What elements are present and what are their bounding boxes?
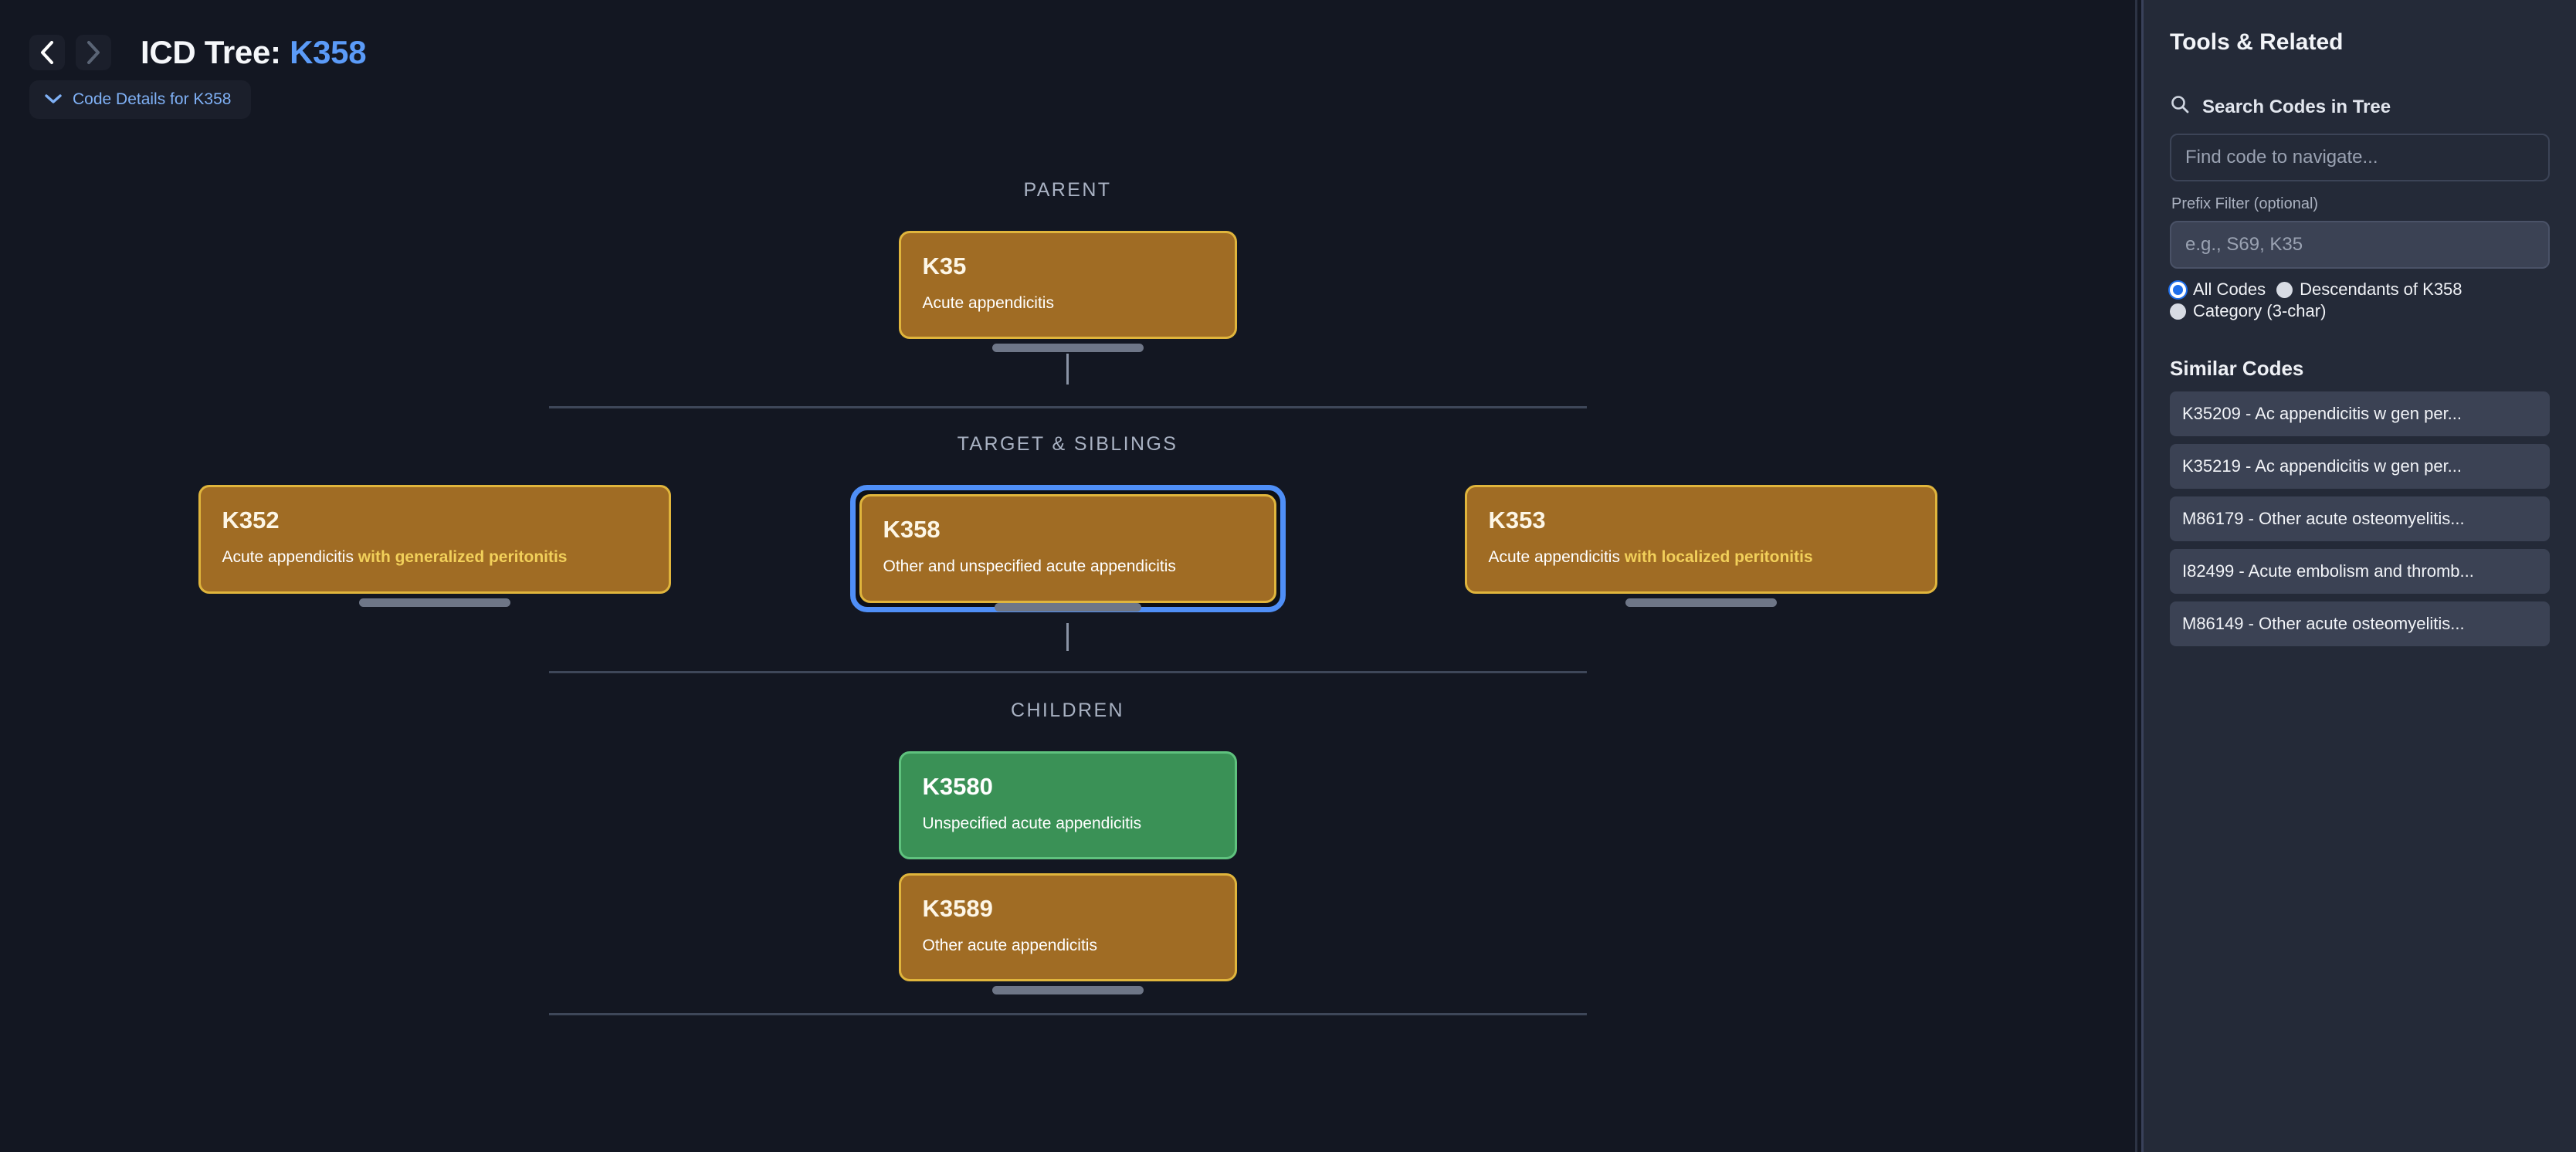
section-divider-2 bbox=[548, 670, 1587, 673]
tree-node-sibling[interactable]: K352 Acute appendicitis with generalized… bbox=[198, 485, 671, 594]
code-details-toggle-label: Code Details for K358 bbox=[73, 90, 232, 108]
tree-node-parent[interactable]: K35 Acute appendicitis bbox=[898, 231, 1237, 340]
section-divider-3 bbox=[548, 1013, 1587, 1016]
section-divider-1 bbox=[548, 406, 1587, 409]
node-code: K352 bbox=[222, 507, 280, 534]
search-icon bbox=[2170, 94, 2190, 120]
sibling-node-wrap-right: K353 Acute appendicitis with localized p… bbox=[1464, 485, 1937, 607]
nav-row: ICD Tree: K358 bbox=[0, 0, 2135, 71]
node-desc: Unspecified acute appendicitis bbox=[922, 814, 1142, 832]
node-desc: Acute appendicitis with localized perito… bbox=[1489, 547, 1913, 568]
node-code: K35 bbox=[922, 252, 967, 280]
page-title: ICD Tree: K358 bbox=[141, 34, 367, 71]
prefix-filter-label: Prefix Filter (optional) bbox=[2171, 195, 2319, 212]
tree-node-target[interactable]: K358 Other and unspecified acute appendi… bbox=[859, 494, 1276, 612]
similar-code-item[interactable]: M86149 - Other acute osteomyelitis... bbox=[2170, 601, 2550, 646]
node-scroll-thumb[interactable] bbox=[991, 986, 1144, 995]
sibling-node-wrap-left: K352 Acute appendicitis with generalized… bbox=[198, 485, 671, 607]
prefix-filter-input[interactable] bbox=[2170, 221, 2550, 269]
node-scroll-thumb[interactable] bbox=[994, 602, 1141, 612]
radio-dot[interactable] bbox=[2170, 303, 2186, 320]
similar-codes-list: K35209 - Ac appendicitis w gen per... K3… bbox=[2170, 391, 2550, 646]
node-desc: Other acute appendicitis bbox=[922, 937, 1097, 955]
node-desc-highlight: with generalized peritonitis bbox=[358, 548, 568, 567]
node-desc-plain: Acute appendicitis bbox=[1488, 548, 1625, 567]
connector-parent-to-target bbox=[1066, 354, 1069, 385]
node-desc: Other and unspecified acute appendicitis bbox=[883, 557, 1176, 576]
section-label-children: CHILDREN bbox=[1011, 699, 1124, 721]
search-heading: Search Codes in Tree bbox=[2170, 94, 2550, 120]
child-node-wrap-2: K3589 Other acute appendicitis bbox=[898, 873, 1237, 995]
section-label-parent: PARENT bbox=[1023, 179, 1112, 201]
node-scroll-thumb[interactable] bbox=[991, 344, 1144, 353]
page-title-prefix: ICD Tree: bbox=[141, 34, 290, 70]
radio-dot-selected[interactable] bbox=[2170, 281, 2186, 298]
search-heading-label: Search Codes in Tree bbox=[2202, 96, 2391, 117]
radio-dot[interactable] bbox=[2276, 281, 2293, 298]
node-desc: Acute appendicitis bbox=[922, 294, 1054, 313]
code-details-toggle[interactable]: Code Details for K358 bbox=[29, 80, 252, 119]
similar-codes-title: Similar Codes bbox=[2170, 357, 2304, 380]
tools-panel: Tools & Related Search Codes in Tree Pre… bbox=[2144, 0, 2576, 1152]
radio-option-descendants[interactable]: Descendants of K358 bbox=[2276, 280, 2462, 300]
node-code: K3589 bbox=[922, 895, 993, 923]
chevron-down-icon bbox=[45, 93, 62, 107]
radio-option-category[interactable]: Category (3-char) bbox=[2170, 301, 2326, 321]
forward-button[interactable] bbox=[76, 35, 111, 70]
node-desc-plain: Acute appendicitis bbox=[222, 548, 358, 567]
target-selection-ring: K358 Other and unspecified acute appendi… bbox=[849, 485, 1286, 612]
child-node-wrap-1: K3580 Unspecified acute appendicitis bbox=[898, 750, 1237, 860]
similar-code-item[interactable]: K35209 - Ac appendicitis w gen per... bbox=[2170, 391, 2550, 436]
similar-code-item[interactable]: K35219 - Ac appendicitis w gen per... bbox=[2170, 444, 2550, 489]
node-code: K353 bbox=[1488, 507, 1546, 534]
section-label-target: TARGET & SIBLINGS bbox=[957, 433, 1178, 456]
children-row-2: K3589 Other acute appendicitis bbox=[0, 873, 2135, 995]
chevron-right-icon bbox=[85, 39, 102, 66]
node-scroll-thumb[interactable] bbox=[358, 598, 510, 607]
radio-label: Category (3-char) bbox=[2193, 301, 2327, 320]
node-code: K3580 bbox=[922, 772, 993, 800]
node-scroll-thumb[interactable] bbox=[1625, 598, 1777, 607]
target-row: K352 Acute appendicitis with generalized… bbox=[0, 485, 2135, 612]
radio-label: Descendants of K358 bbox=[2300, 280, 2462, 299]
radio-label: All Codes bbox=[2193, 280, 2266, 299]
children-row-1: K3580 Unspecified acute appendicitis bbox=[0, 750, 2135, 860]
tree-node-child[interactable]: K3589 Other acute appendicitis bbox=[898, 873, 1237, 982]
panel-title: Tools & Related bbox=[2170, 29, 2344, 55]
tree-node-sibling[interactable]: K353 Acute appendicitis with localized p… bbox=[1464, 485, 1937, 594]
search-input[interactable] bbox=[2170, 134, 2550, 181]
node-code: K358 bbox=[883, 516, 941, 544]
target-node-wrap: K358 Other and unspecified acute appendi… bbox=[849, 485, 1286, 612]
chevron-left-icon bbox=[39, 39, 56, 66]
page-title-code: K358 bbox=[290, 34, 367, 70]
page-header: ICD Tree: K358 Code Details for K358 bbox=[0, 0, 2135, 119]
node-desc: Acute appendicitis with generalized peri… bbox=[222, 547, 647, 568]
node-desc-highlight: with localized peritonitis bbox=[1624, 548, 1813, 567]
icd-tree: PARENT K35 Acute appendicitis TARGET & S… bbox=[0, 179, 2135, 1016]
tree-node-child[interactable]: K3580 Unspecified acute appendicitis bbox=[898, 750, 1237, 860]
similar-code-item[interactable]: I82499 - Acute embolism and thromb... bbox=[2170, 549, 2550, 594]
main-content: ICD Tree: K358 Code Details for K358 PAR… bbox=[0, 0, 2135, 1016]
back-button[interactable] bbox=[29, 35, 65, 70]
parent-node-wrap: K35 Acute appendicitis bbox=[898, 231, 1237, 353]
similar-code-item[interactable]: M86179 - Other acute osteomyelitis... bbox=[2170, 496, 2550, 541]
radio-option-all-codes[interactable]: All Codes bbox=[2170, 280, 2266, 300]
page-scrollbar[interactable] bbox=[2135, 0, 2144, 1152]
scope-radio-group: All Codes Descendants of K358 Category (… bbox=[2170, 280, 2550, 321]
connector-target-to-children bbox=[1066, 622, 1069, 651]
parent-row: K35 Acute appendicitis bbox=[0, 231, 2135, 353]
